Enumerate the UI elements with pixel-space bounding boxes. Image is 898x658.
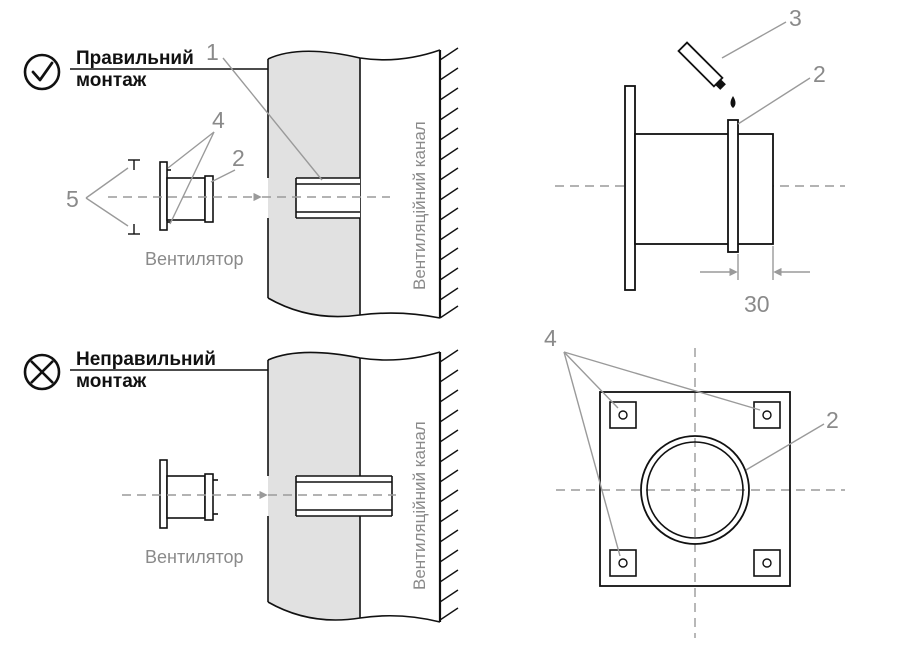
incorrect-fan-label: Вентилятор xyxy=(145,547,244,567)
callout-2-side: 2 xyxy=(813,61,826,87)
wall-section xyxy=(268,51,360,317)
incorrect-mount-title-line2: монтаж xyxy=(76,371,147,392)
screw-icons xyxy=(128,159,140,235)
incorrect-mount-title-line1: Неправильний xyxy=(76,349,216,370)
callout-2-front: 2 xyxy=(826,407,839,433)
incorrect-canal-label: Вентиляційний канал xyxy=(410,421,429,590)
mounting-holes xyxy=(609,401,781,577)
canal-hatch-2 xyxy=(439,349,459,621)
glue-drop-icon xyxy=(730,96,736,108)
front-duct-outer xyxy=(640,435,750,545)
correct-canal-label: Вентиляційний канал xyxy=(410,121,429,290)
incorrect-mount-panel: Неправильний монтаж xyxy=(23,349,459,623)
dimension-30 xyxy=(700,246,810,280)
correct-mount-title-line2: монтаж xyxy=(76,70,147,91)
side-flange xyxy=(624,85,636,291)
check-circle-icon xyxy=(23,53,61,91)
front-duct-inner xyxy=(646,441,744,539)
front-view-panel: 4 2 xyxy=(544,325,845,638)
correct-fan xyxy=(159,161,214,231)
callout-2-left: 2 xyxy=(232,145,245,171)
wall-section-2 xyxy=(268,352,360,620)
canal-hatch xyxy=(439,47,459,319)
callout-3: 3 xyxy=(789,5,802,31)
callout-4-front: 4 xyxy=(544,325,557,351)
correct-fan-label: Вентилятор xyxy=(145,249,244,269)
wall-bottom-edge xyxy=(267,297,441,319)
front-flange-plate xyxy=(599,391,791,587)
callout-5: 5 xyxy=(66,186,79,212)
correct-mount-title-line1: Правильний xyxy=(76,48,194,69)
side-duct xyxy=(634,133,774,245)
side-view-panel: 3 2 30 xyxy=(555,5,845,317)
callout-4-left: 4 xyxy=(212,107,225,133)
callout-1: 1 xyxy=(206,39,219,65)
side-sealing-ring xyxy=(727,119,739,253)
correct-mount-panel: Правильний монтаж xyxy=(23,39,459,319)
glue-tube-icon xyxy=(677,41,736,108)
incorrect-fan xyxy=(159,459,218,529)
dimension-label: 30 xyxy=(744,291,770,317)
cross-circle-icon xyxy=(23,353,61,391)
